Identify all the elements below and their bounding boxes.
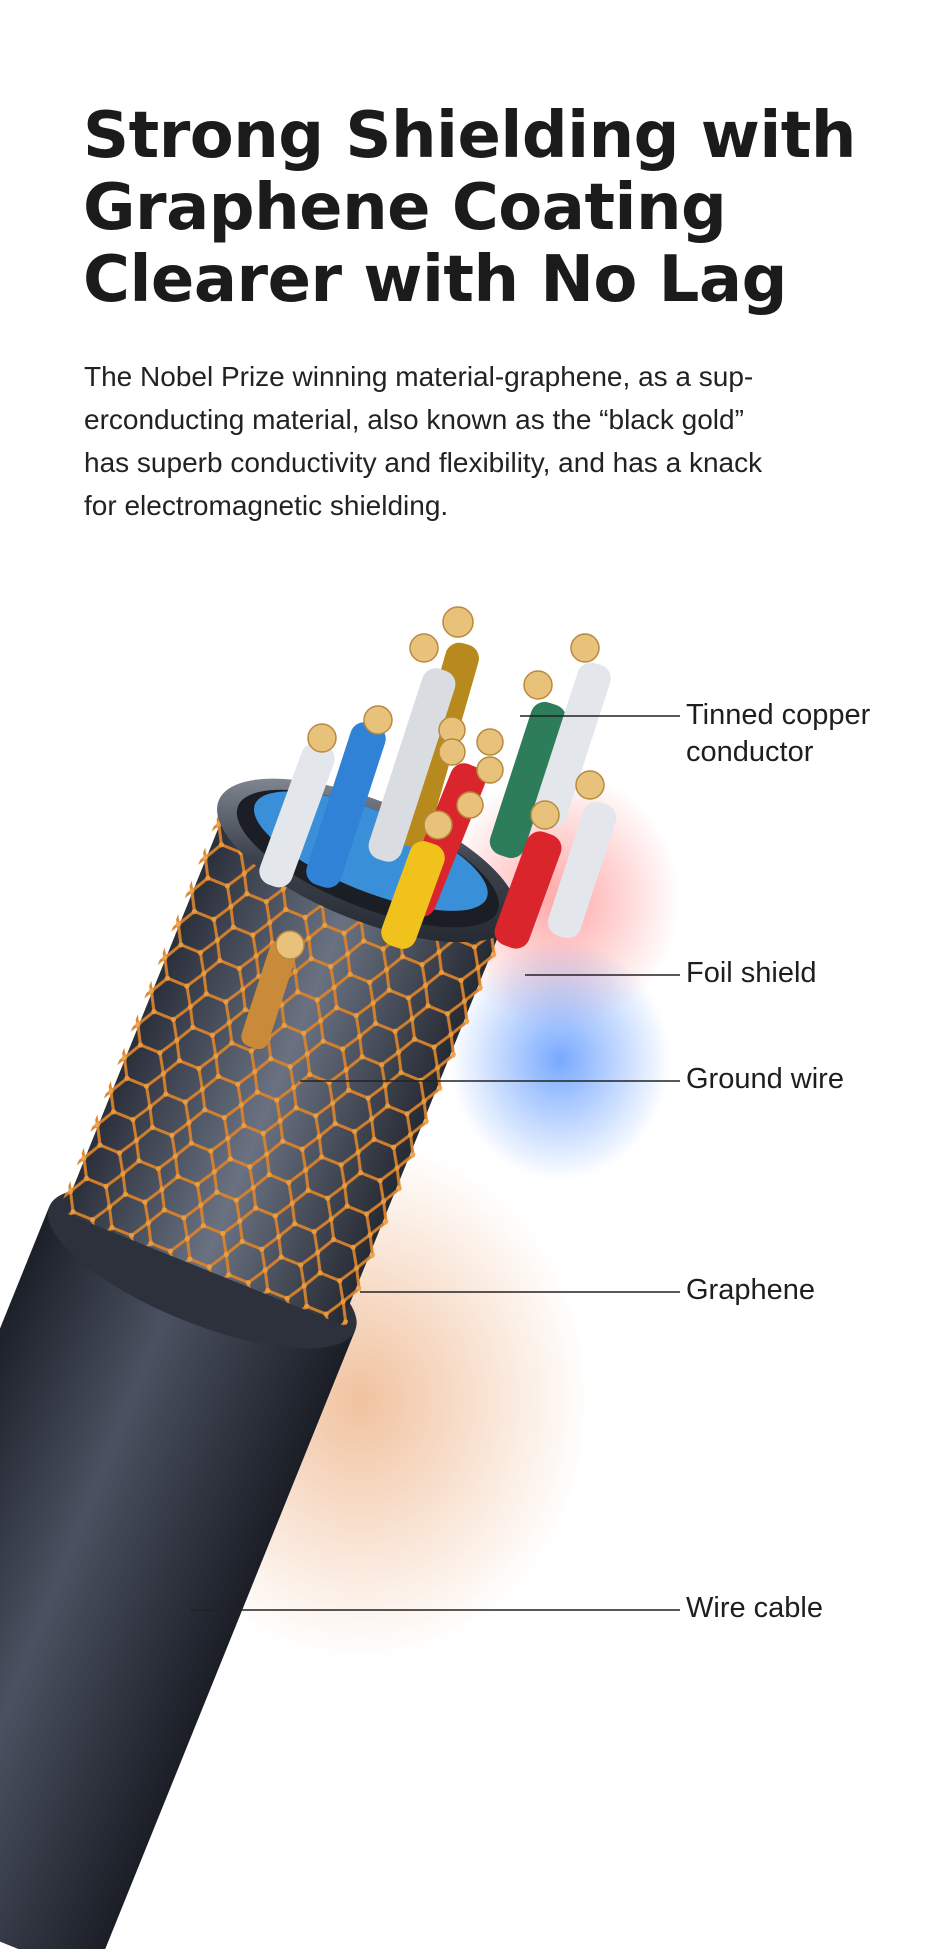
wire-red-right: [494, 831, 562, 949]
cable-cross-section-illustration: [0, 606, 680, 1949]
wire-green: [489, 701, 567, 859]
callout-lines: [190, 715, 680, 1611]
description-line-3: has superb conductivity and flexibility,…: [84, 447, 763, 478]
blue-glow: [450, 940, 670, 1180]
headline-line-3: Clearer with No Lag: [83, 243, 787, 317]
headline: Strong Shielding with Graphene Coating C…: [83, 100, 883, 316]
wire-white-left: [259, 742, 335, 888]
description-line-2: erconducting material, also known as the…: [84, 404, 744, 435]
ground-wire: [241, 940, 297, 1050]
wire-bundle: [241, 642, 617, 1050]
foil-shield-label: Foil shield: [686, 957, 817, 989]
description-line-4: for electromagnetic shielding.: [84, 490, 449, 521]
ground-wire-label: Ground wire: [686, 1063, 844, 1095]
tinned-copper-label: Tinned copper conductor: [686, 697, 870, 771]
description-line-1: The Nobel Prize winning material-graphen…: [84, 361, 754, 392]
tinned-copper-label-line-2: conductor: [686, 736, 814, 768]
wire-cable-jacket: [0, 1206, 356, 1949]
description: The Nobel Prize winning material-graphen…: [84, 355, 854, 527]
copper-conductor-tips: [275, 606, 605, 960]
wire-yellow: [381, 841, 445, 949]
wire-white-right: [533, 662, 611, 828]
tinned-copper-label-line-1: Tinned copper: [686, 699, 871, 731]
graphene-label: Graphene: [686, 1274, 815, 1306]
wire-blue-left: [306, 722, 386, 888]
wire-white-mid: [368, 668, 456, 862]
headline-line-1: Strong Shielding with: [83, 99, 856, 173]
wire-cable-label: Wire cable: [686, 1592, 823, 1624]
headline-line-2: Graphene Coating: [83, 171, 727, 245]
wire-white-r2: [547, 801, 617, 939]
